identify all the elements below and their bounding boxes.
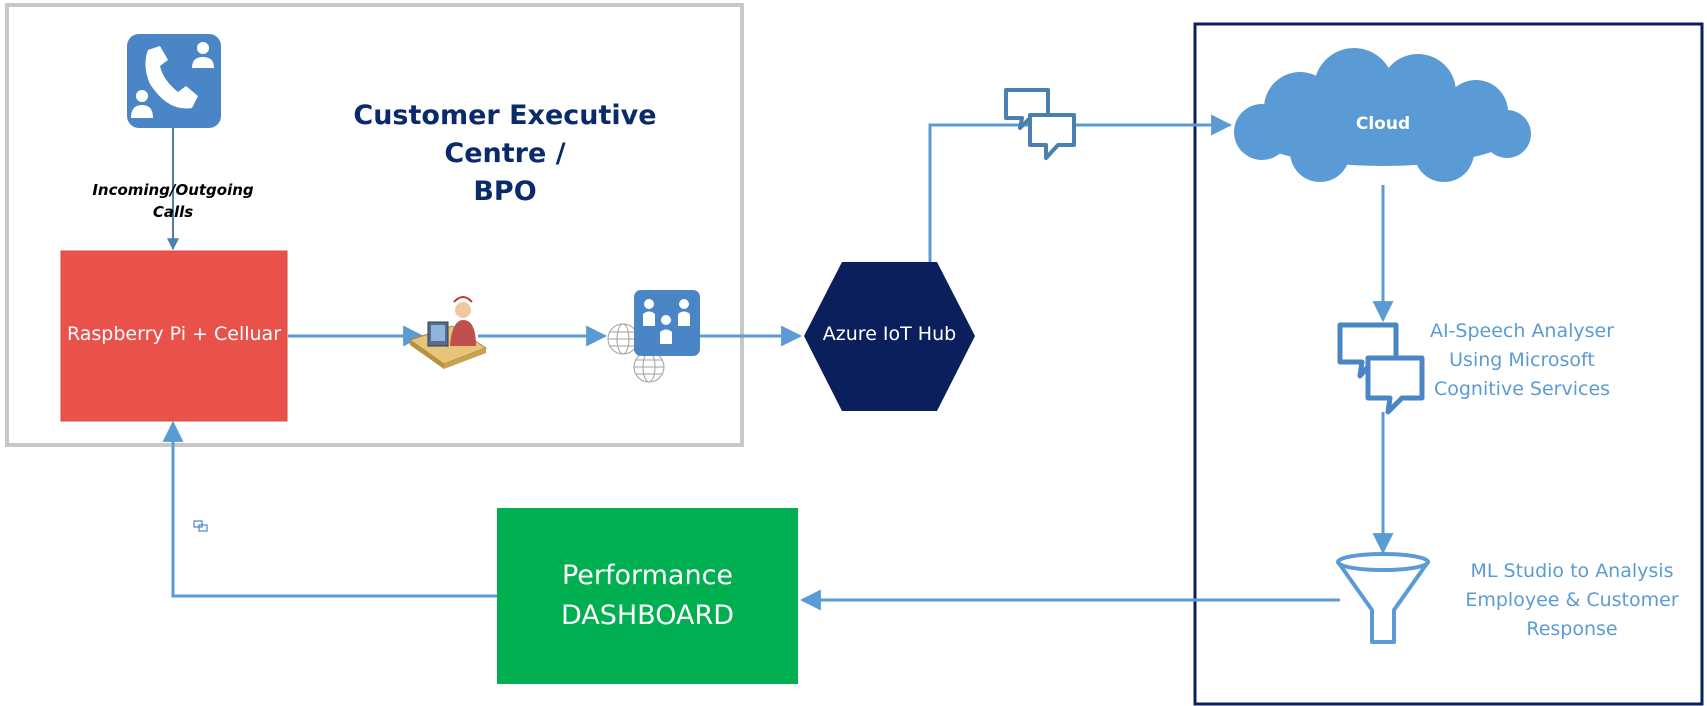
dashboard-box xyxy=(497,508,798,684)
hub-to-cloud-arrow xyxy=(928,114,1233,262)
speech-analyser-line1: AI-Speech Analyser xyxy=(1429,320,1615,342)
iot-hub-label: Azure IoT Hub xyxy=(822,323,957,345)
bpo-title-line2: BPO xyxy=(473,176,537,207)
dashboard-line2: DASHBOARD xyxy=(560,600,735,631)
bpo-frame xyxy=(5,3,744,447)
calls-label-line1: Incoming/Outgoing xyxy=(92,181,254,199)
chat-bubbles-icon xyxy=(1004,88,1076,160)
bpo-title-line1: Customer Executive Centre / xyxy=(353,100,657,169)
phone-conference-icon xyxy=(127,34,221,128)
funnel-icon xyxy=(1336,552,1430,644)
cloud-label: Cloud xyxy=(1355,114,1411,134)
dashboard-line1: Performance xyxy=(561,560,734,591)
device-box xyxy=(60,250,288,422)
ml-studio-line2: Employee & Customer xyxy=(1465,589,1679,611)
speech-analyser-label: AI-Speech Analyser Using Microsoft Cogni… xyxy=(1412,317,1632,404)
calls-label: Incoming/Outgoing Calls xyxy=(80,179,266,223)
cloud-icon xyxy=(1234,48,1531,182)
ml-studio-line1: ML Studio to Analysis xyxy=(1470,560,1674,582)
calls-label-line2: Calls xyxy=(152,203,194,221)
speech-analyser-line2: Using Microsoft xyxy=(1449,349,1595,371)
device-label: Raspberry Pi + Celluar xyxy=(66,323,282,345)
call-agent-icon xyxy=(408,296,488,369)
bpo-title: Customer Executive Centre / BPO xyxy=(300,97,710,211)
network-users-icon xyxy=(607,290,700,383)
ml-studio-label: ML Studio to Analysis Employee & Custome… xyxy=(1446,557,1698,644)
cloud-frame xyxy=(1193,22,1704,706)
ml-studio-line3: Response xyxy=(1526,618,1618,640)
iot-hub-hexagon xyxy=(804,262,975,411)
speech-analyser-line3: Cognitive Services xyxy=(1433,378,1611,400)
dashboard-label: Performance DASHBOARD xyxy=(497,556,798,636)
speech-analyser-icon xyxy=(1337,322,1425,415)
dashboard-to-device-arrow xyxy=(162,420,497,598)
small-comment-icon xyxy=(193,520,208,532)
